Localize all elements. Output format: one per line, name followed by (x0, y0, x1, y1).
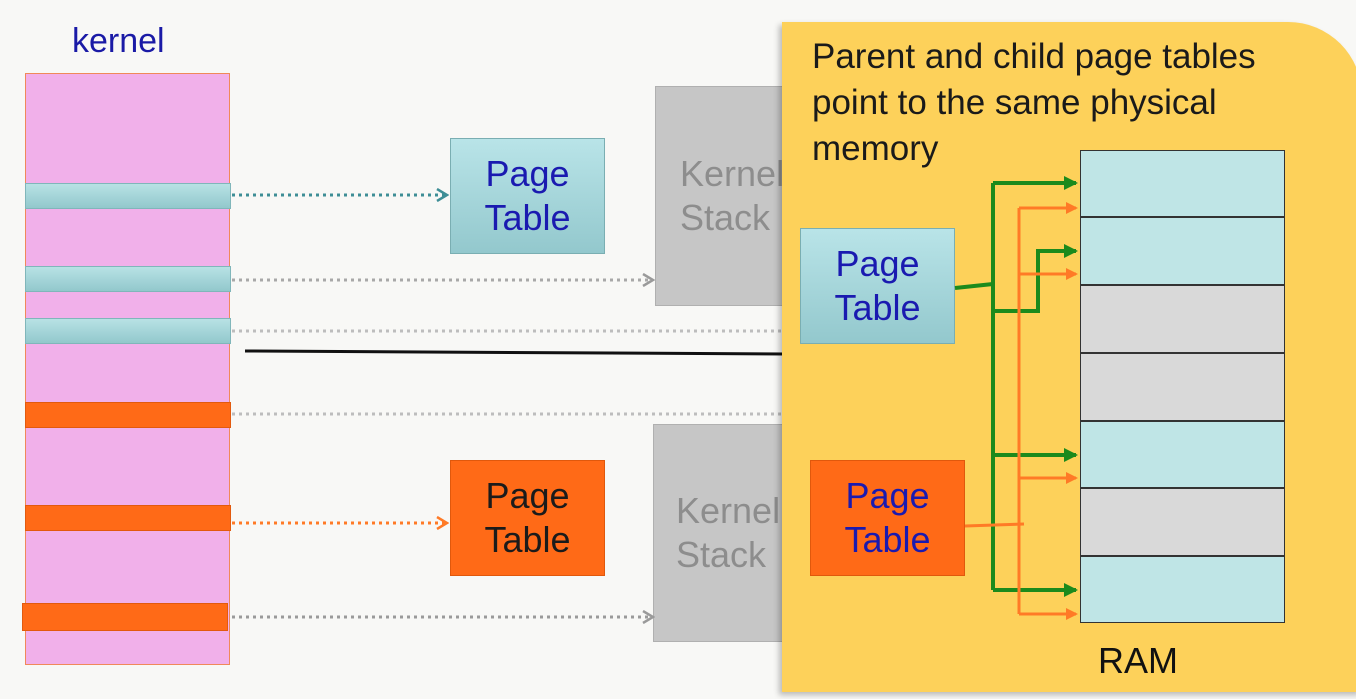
kernel-entry-child-proc (25, 402, 231, 428)
parent-page-table-line2: Table (484, 197, 571, 238)
callout-child-page-table-line1: Page (845, 475, 930, 517)
kernel-stack-child-line2: Stack (676, 534, 767, 575)
child-page-table-line1: Page (485, 475, 570, 517)
callout-child-page-table-line2: Table (844, 519, 931, 560)
parent-page-table-line1: Page (485, 153, 570, 195)
ram-label: RAM (1098, 640, 1178, 681)
callout-parent-page-table: Page Table (800, 228, 955, 344)
kernel-entry-child-stack (22, 603, 228, 631)
kernel-entry-parent-proc (25, 318, 231, 344)
child-mapping-arrows (964, 202, 1078, 620)
child-page-table-line2: Table (484, 519, 571, 560)
ram-frame (1080, 285, 1285, 353)
callout-parent-page-table-line1: Page (835, 243, 920, 285)
parent-mapping-arrows (954, 176, 1078, 597)
callout-line-2: point to the same physical (812, 83, 1217, 122)
callout-parent-page-table-line2: Table (834, 287, 921, 328)
callout-text: Parent and child page tables point to th… (812, 34, 1332, 172)
kernel-entry-child-pagetable (25, 505, 231, 531)
callout-line-1: Parent and child page tables (812, 37, 1256, 76)
ram-frame (1080, 421, 1285, 488)
ram-frame (1080, 150, 1285, 217)
callout-child-page-table: Page Table (810, 460, 965, 576)
callout-line-3: memory (812, 129, 939, 168)
kernel-stack-parent-line2: Stack (680, 197, 771, 238)
ram-frame (1080, 353, 1285, 421)
kernel-stack-child-line1: Kernel (676, 490, 781, 532)
kernel-label: kernel (72, 22, 165, 60)
kernel-stack-parent-line1: Kernel (680, 153, 785, 195)
kernel-entry-parent-stack (25, 266, 231, 292)
parent-page-table: Page Table (450, 138, 605, 254)
ram-frame (1080, 488, 1285, 556)
ram-frame (1080, 556, 1285, 623)
ram-frame (1080, 217, 1285, 285)
kernel-entry-parent-pagetable (25, 183, 231, 209)
separator-line (244, 349, 786, 356)
kernel-memory-column (25, 73, 230, 665)
child-page-table: Page Table (450, 460, 605, 576)
